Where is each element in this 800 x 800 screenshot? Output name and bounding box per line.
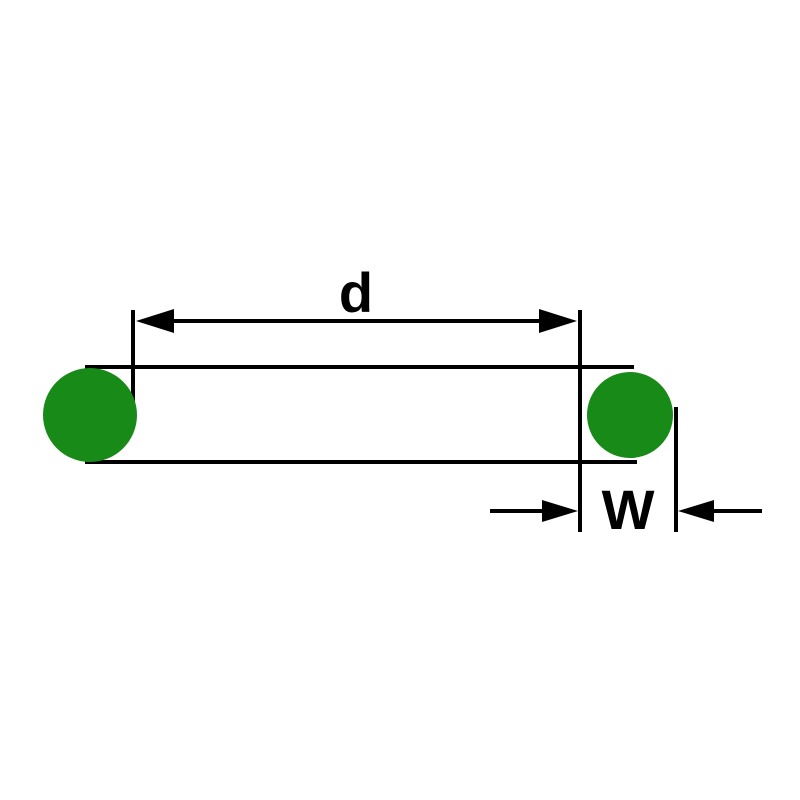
w-arrowhead-left-icon	[542, 500, 578, 522]
w-arrowhead-right-icon	[678, 500, 714, 522]
ring-cross-section-right	[587, 372, 673, 458]
d-arrowhead-left-icon	[136, 309, 174, 333]
d-arrowhead-right-icon	[539, 309, 577, 333]
ring-cross-section-left	[43, 368, 137, 462]
w-label: W	[602, 478, 655, 541]
d-label: d	[339, 261, 373, 324]
